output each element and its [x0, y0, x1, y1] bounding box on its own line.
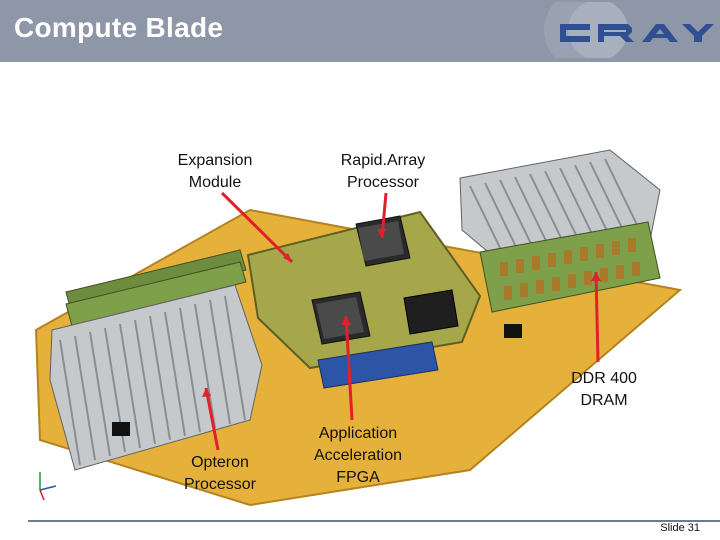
label-line: DRAM: [580, 392, 628, 409]
label-fpga: Application Acceleration FPGA: [296, 423, 420, 489]
cray-logo: [544, 2, 714, 58]
memory-chip: [403, 289, 459, 335]
slide-number: Slide 31: [660, 522, 700, 534]
slide-title: Compute Blade: [14, 12, 224, 43]
title-bar: Compute Blade: [0, 0, 720, 62]
label-line: Module: [188, 174, 242, 191]
label-line: Expansion: [177, 152, 253, 169]
label-ddr-dram: DDR 400 DRAM: [556, 368, 652, 412]
label-line: Application: [318, 425, 398, 442]
label-line: Processor: [183, 476, 257, 493]
label-line: DDR 400: [571, 370, 637, 387]
ddr-dimms: [479, 221, 661, 313]
component: [112, 422, 130, 436]
rapidarray-chip: [355, 215, 411, 267]
label-line: Rapid.Array: [340, 152, 426, 169]
opteron-heatsink: [49, 284, 263, 471]
axis-triad-icon: [39, 472, 57, 501]
label-line: Opteron: [191, 454, 249, 471]
label-expansion-module: Expansion Module: [160, 150, 270, 194]
left-dimms: [65, 249, 247, 327]
label-line: FPGA: [336, 469, 380, 486]
label-line: Processor: [346, 174, 420, 191]
fpga-chip: [311, 291, 371, 345]
label-line: Acceleration: [313, 447, 403, 464]
footer-divider: [28, 520, 720, 522]
label-rapidarray-processor: Rapid.Array Processor: [326, 150, 440, 194]
label-opteron-processor: Opteron Processor: [162, 452, 278, 496]
component: [504, 324, 522, 338]
